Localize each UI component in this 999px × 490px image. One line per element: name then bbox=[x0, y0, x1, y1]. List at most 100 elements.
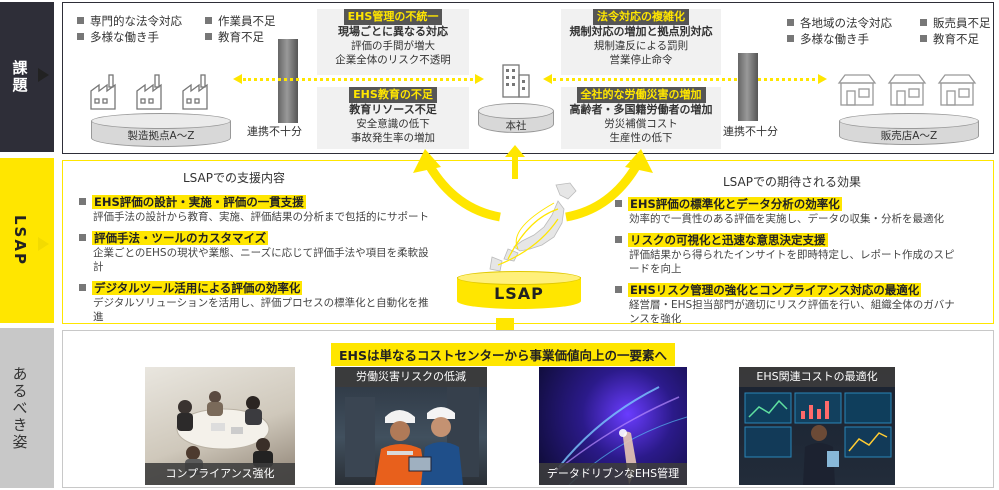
issue-box-sub: 高齢者・多国籍労働者の増加 bbox=[569, 103, 713, 116]
bullet-icon bbox=[79, 198, 86, 205]
photo-caption: EHS関連コストの最適化 bbox=[739, 367, 895, 387]
issue-box-line: 安全意識の低下 bbox=[356, 118, 430, 130]
left-bullets: 専門的な法令対応作業員不足 多様な働き手教育不足 bbox=[77, 13, 276, 45]
factory-icon bbox=[90, 74, 116, 110]
right-bullets: 各地域の法令対応 販売員不足 多様な働き手 教育不足 bbox=[787, 15, 991, 47]
right-barrier-label: 連携不十分 bbox=[723, 125, 778, 138]
hq-cylinder: 本社 bbox=[478, 103, 554, 133]
side-label-lsap-text: LSAP bbox=[11, 215, 29, 266]
bullet-icon bbox=[615, 286, 622, 293]
support-list: EHS評価の設計・実施・評価の一貫支援 評価手法の設計から教育、実施、評価結果の… bbox=[79, 191, 429, 327]
photo-cost-optimization: EHS関連コストの最適化 bbox=[739, 367, 895, 485]
curved-arrow-right-icon bbox=[565, 149, 653, 222]
support-item-head: 評価手法・ツールのカスタマイズ bbox=[92, 231, 269, 245]
factory-icon bbox=[136, 74, 162, 110]
side-arrow-issue-icon bbox=[38, 68, 49, 82]
bullet-text: 専門的な法令対応 bbox=[90, 14, 182, 28]
photo-caption: コンプライアンス強化 bbox=[145, 463, 295, 485]
hq-label: 本社 bbox=[505, 120, 527, 132]
effect-item: EHS評価の標準化とデータ分析の効率化 効率的で一貫性のある評価を実施し、データ… bbox=[615, 193, 955, 226]
bullet-icon bbox=[77, 17, 84, 24]
control-room-illustration bbox=[744, 392, 892, 485]
bullet-icon bbox=[787, 35, 794, 42]
support-item: 評価手法・ツールのカスタマイズ 企業ごとのEHSの現状や業態、ニーズに応じて評価… bbox=[79, 227, 429, 274]
hq-building-icon bbox=[502, 64, 530, 98]
arrow-up-icon bbox=[505, 145, 525, 179]
curved-arrow-left-icon bbox=[413, 149, 501, 222]
support-item-head: デジタルツール活用による評価の効率化 bbox=[92, 281, 303, 295]
photo-caption: 労働災害リスクの低減 bbox=[335, 367, 487, 387]
bullet-icon bbox=[77, 33, 84, 40]
bullet-text: 作業員不足 bbox=[218, 14, 276, 28]
bullet-icon bbox=[205, 17, 212, 24]
photo-data-driven: データドリブンなEHS管理 bbox=[539, 367, 687, 485]
support-item-desc: デジタルソリューションを活用し、評価プロセスの標準化と自動化を推進 bbox=[93, 297, 429, 323]
factory-icons bbox=[90, 74, 208, 110]
store-icons bbox=[837, 74, 977, 106]
photo-compliance: コンプライアンス強化 bbox=[145, 367, 295, 485]
bullet-text: 多様な働き手 bbox=[800, 32, 869, 46]
lsap-panel: LSAPでの支援内容 LSAPでの期待される効果 EHS評価の設計・実施・評価の… bbox=[62, 145, 994, 327]
left-dotted-link bbox=[243, 78, 478, 81]
right-arrow-tail-icon bbox=[543, 74, 552, 84]
factory-icon bbox=[182, 74, 208, 110]
issue-box-labor-accidents: 全社的な労働災害の増加 高齢者・多国籍労働者の増加 労災補償コスト 生産性の低下 bbox=[561, 87, 721, 149]
issue-box-legal-compliance: 法令対応の複雑化 規制対応の増加と拠点別対応 規制違反による罰則 営業停止命令 bbox=[561, 9, 721, 75]
effect-item-desc: 評価結果から得られたインサイトを即時特定し、レポート作成のスピードを向上 bbox=[629, 249, 955, 275]
lsap-cylinder: LSAP bbox=[457, 271, 581, 309]
bullet-text: 教育不足 bbox=[933, 32, 979, 46]
left-barrier bbox=[278, 39, 298, 123]
support-item-head: EHS評価の設計・実施・評価の一貫支援 bbox=[92, 195, 306, 209]
bullet-icon bbox=[205, 33, 212, 40]
left-arrow-head-icon bbox=[233, 74, 242, 84]
effect-item: リスクの可視化と迅速な意思決定支援 評価結果から得られたインサイトを即時特定し、… bbox=[615, 229, 955, 276]
effect-item-desc: 効率的で一貫性のある評価を実施し、データの収集・分析を最適化 bbox=[629, 213, 944, 225]
bullet-icon bbox=[79, 284, 86, 291]
store-cylinder: 販売店A〜Z bbox=[839, 113, 979, 145]
issue-box-line: 企業全体のリスク不透明 bbox=[335, 54, 451, 66]
bullet-text: 多様な働き手 bbox=[90, 30, 159, 44]
effect-item-head: EHS評価の標準化とデータ分析の効率化 bbox=[628, 197, 842, 211]
workers-illustration bbox=[345, 387, 479, 485]
issue-box-head: 全社的な労働災害の増加 bbox=[576, 87, 706, 103]
bullet-text: 各地域の法令対応 bbox=[800, 16, 892, 30]
photo-caption: データドリブンなEHS管理 bbox=[539, 463, 687, 485]
issue-box-line: 営業停止命令 bbox=[609, 54, 673, 66]
right-arrow-head-icon bbox=[818, 74, 827, 84]
manufacturing-label: 製造拠点A〜Z bbox=[127, 130, 195, 142]
issue-panel: 専門的な法令対応 作業員不足 多様な働き手 教育不足 各地域の法令対応 販売員不足 多… bbox=[62, 2, 994, 154]
side-arrow-ideal-icon bbox=[38, 403, 49, 417]
support-item-desc: 評価手法の設計から教育、実施、評価結果の分析まで包括的にサポート bbox=[93, 211, 429, 223]
japan-map-icon bbox=[489, 182, 577, 272]
effect-item-desc: 経営層・EHS担当部門が適切にリスク評価を行い、組織全体のガバナンスを強化 bbox=[629, 299, 955, 325]
issue-box-line: 規制違反による罰則 bbox=[593, 40, 689, 52]
effect-item-head: リスクの可視化と迅速な意思決定支援 bbox=[628, 233, 828, 247]
issue-box-head: 法令対応の複雑化 bbox=[593, 9, 689, 25]
store-label: 販売店A〜Z bbox=[880, 130, 938, 142]
support-item: EHS評価の設計・実施・評価の一貫支援 評価手法の設計から教育、実施、評価結果の… bbox=[79, 191, 429, 224]
effect-item-head: EHSリスク管理の強化とコンプライアンス対応の最適化 bbox=[628, 283, 922, 297]
issue-box-sub: 教育リソース不足 bbox=[349, 103, 437, 116]
bullet-icon bbox=[920, 19, 927, 26]
lsap-center-label: LSAP bbox=[494, 284, 544, 303]
left-barrier-label: 連携不十分 bbox=[247, 125, 302, 138]
support-item: デジタルツール活用による評価の効率化 デジタルソリューションを活用し、評価プロセ… bbox=[79, 277, 429, 324]
store-icon bbox=[937, 74, 977, 106]
bullet-icon bbox=[615, 200, 622, 207]
issue-box-sub: 規制対応の増加と拠点別対応 bbox=[569, 25, 713, 38]
issue-box-line: 評価の手間が増大 bbox=[351, 40, 435, 52]
bullet-icon bbox=[79, 234, 86, 241]
expected-title: LSAPでの期待される効果 bbox=[723, 175, 861, 189]
side-label-ideal-text: あるべき姿 bbox=[10, 365, 29, 451]
bullet-text: 販売員不足 bbox=[933, 16, 991, 30]
right-barrier bbox=[738, 53, 758, 121]
issue-box-line: 生産性の低下 bbox=[609, 132, 673, 144]
side-label-issue-text: 課題 bbox=[10, 60, 29, 94]
effect-item: EHSリスク管理の強化とコンプライアンス対応の最適化 経営層・EHS担当部門が適… bbox=[615, 279, 955, 326]
issue-box-ehs-education: EHS教育の不足 教育リソース不足 安全意識の低下 事故発生率の増加 bbox=[317, 87, 469, 149]
left-arrow-tail-icon bbox=[475, 74, 484, 84]
issue-box-sub: 現場ごとに異なる対応 bbox=[338, 25, 448, 38]
right-dotted-link bbox=[553, 78, 821, 81]
ideal-panel: EHSは単なるコストセンターから事業価値向上の一要素へ コンプライアンス強化 労… bbox=[62, 330, 994, 488]
store-icon bbox=[887, 74, 927, 106]
